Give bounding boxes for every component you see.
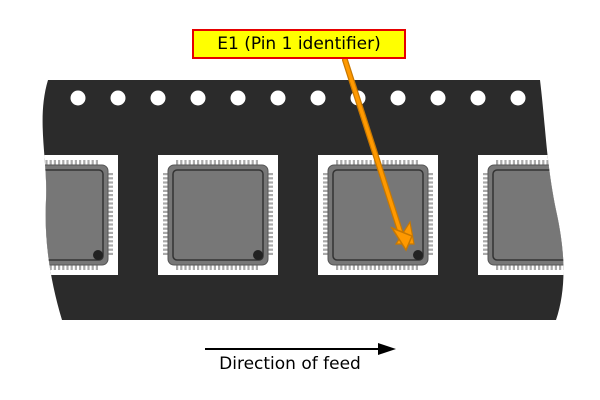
feed-direction-arrow bbox=[205, 343, 396, 355]
pin1-dot bbox=[413, 250, 423, 260]
sprocket-hole bbox=[150, 90, 166, 106]
tape-pocket bbox=[42, 155, 118, 275]
chip-package-inner-edge bbox=[172, 169, 264, 261]
sprocket-hole bbox=[110, 90, 126, 106]
sprocket-hole bbox=[390, 90, 406, 106]
sprocket-hole bbox=[470, 90, 486, 106]
sprocket-hole bbox=[430, 90, 446, 106]
feed-direction-label: Direction of feed bbox=[219, 354, 361, 374]
chip-leads bbox=[163, 160, 273, 270]
sprocket-hole bbox=[230, 90, 246, 106]
sprocket-hole bbox=[510, 90, 526, 106]
chip-leads bbox=[323, 160, 433, 270]
sprocket-hole bbox=[70, 90, 86, 106]
sprocket-hole bbox=[310, 90, 326, 106]
pin1-dot bbox=[253, 250, 263, 260]
sprocket-hole bbox=[190, 90, 206, 106]
tape-pocket bbox=[158, 155, 278, 275]
chip-leads bbox=[42, 160, 113, 270]
chip-package-inner-edge bbox=[42, 169, 104, 261]
pin1-dot bbox=[573, 250, 583, 260]
chip-package bbox=[167, 164, 269, 266]
pin1-dot bbox=[93, 250, 103, 260]
chip-package bbox=[327, 164, 429, 266]
tape-pocket bbox=[478, 155, 583, 275]
sprocket-hole bbox=[270, 90, 286, 106]
chip-package bbox=[42, 164, 109, 266]
chip-package-inner-edge bbox=[492, 169, 564, 261]
tape-pocket bbox=[318, 155, 438, 275]
pin1-callout-arrow bbox=[342, 57, 415, 252]
pin1-identifier-callout: E1 (Pin 1 identifier) bbox=[192, 29, 406, 59]
chip-package bbox=[487, 164, 564, 266]
